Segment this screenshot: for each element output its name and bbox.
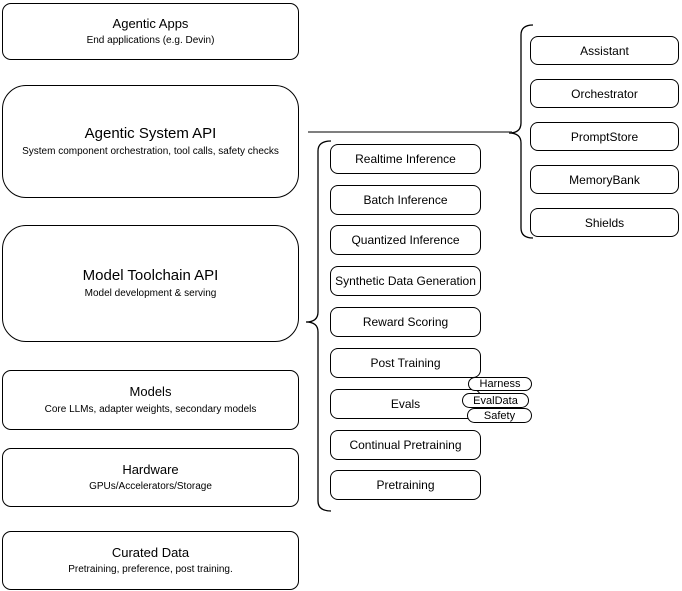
node-title: Curated Data: [111, 544, 190, 560]
node-promptstore: PromptStore: [530, 122, 679, 151]
node-models: Models Core LLMs, adapter weights, secon…: [2, 370, 299, 430]
node-assistant: Assistant: [530, 36, 679, 65]
node-model-toolchain-api: Model Toolchain API Model development & …: [2, 225, 299, 342]
node-quantized-inference: Quantized Inference: [330, 225, 481, 255]
node-agentic-system-api: Agentic System API System component orch…: [2, 85, 299, 198]
tag-harness: Harness: [468, 377, 532, 391]
tag-label: EvalData: [473, 394, 518, 407]
node-label: PromptStore: [570, 129, 639, 144]
node-title: Hardware: [122, 461, 179, 477]
node-label: Pretraining: [376, 478, 435, 492]
node-subtitle: Pretraining, preference, post training.: [68, 564, 233, 576]
node-pretraining: Pretraining: [330, 470, 481, 500]
node-label: Synthetic Data Generation: [335, 274, 476, 288]
node-orchestrator: Orchestrator: [530, 79, 679, 108]
node-continual-pretraining: Continual Pretraining: [330, 430, 481, 460]
node-evals: Evals: [330, 389, 481, 419]
tag-label: Safety: [483, 409, 516, 422]
node-post-training: Post Training: [330, 348, 481, 378]
node-title: Model Toolchain API: [82, 266, 219, 284]
node-label: MemoryBank: [569, 172, 640, 187]
node-title: Models: [129, 384, 172, 400]
node-realtime-inference: Realtime Inference: [330, 144, 481, 174]
node-reward-scoring: Reward Scoring: [330, 307, 481, 337]
node-subtitle: GPUs/Accelerators/Storage: [89, 481, 212, 493]
node-shields: Shields: [530, 208, 679, 237]
node-subtitle: System component orchestration, tool cal…: [22, 146, 279, 158]
node-label: Continual Pretraining: [349, 438, 462, 452]
node-hardware: Hardware GPUs/Accelerators/Storage: [2, 448, 299, 507]
node-subtitle: Core LLMs, adapter weights, secondary mo…: [44, 403, 257, 415]
node-curated-data: Curated Data Pretraining, preference, po…: [2, 531, 299, 590]
toolchain-group-brace: [305, 140, 332, 512]
node-title: Agentic System API: [84, 124, 217, 142]
tag-label: Harness: [479, 378, 521, 390]
node-agentic-apps: Agentic Apps End applications (e.g. Devi…: [2, 3, 299, 60]
tag-safety: Safety: [467, 408, 532, 423]
node-label: Realtime Inference: [355, 152, 456, 166]
node-label: Shields: [584, 215, 625, 230]
node-label: Assistant: [580, 43, 629, 58]
node-memorybank: MemoryBank: [530, 165, 679, 194]
node-subtitle: Model development & serving: [84, 288, 217, 300]
node-title: Agentic Apps: [112, 15, 189, 31]
node-label: Post Training: [370, 356, 441, 370]
node-synthetic-data-generation: Synthetic Data Generation: [330, 266, 481, 296]
node-label: Evals: [390, 397, 421, 411]
node-label: Reward Scoring: [362, 315, 449, 329]
node-label: Orchestrator: [571, 86, 638, 101]
node-batch-inference: Batch Inference: [330, 185, 481, 215]
node-subtitle: End applications (e.g. Devin): [86, 35, 215, 47]
node-label: Batch Inference: [363, 193, 448, 207]
node-label: Quantized Inference: [351, 233, 460, 247]
tag-evaldata: EvalData: [462, 393, 529, 408]
